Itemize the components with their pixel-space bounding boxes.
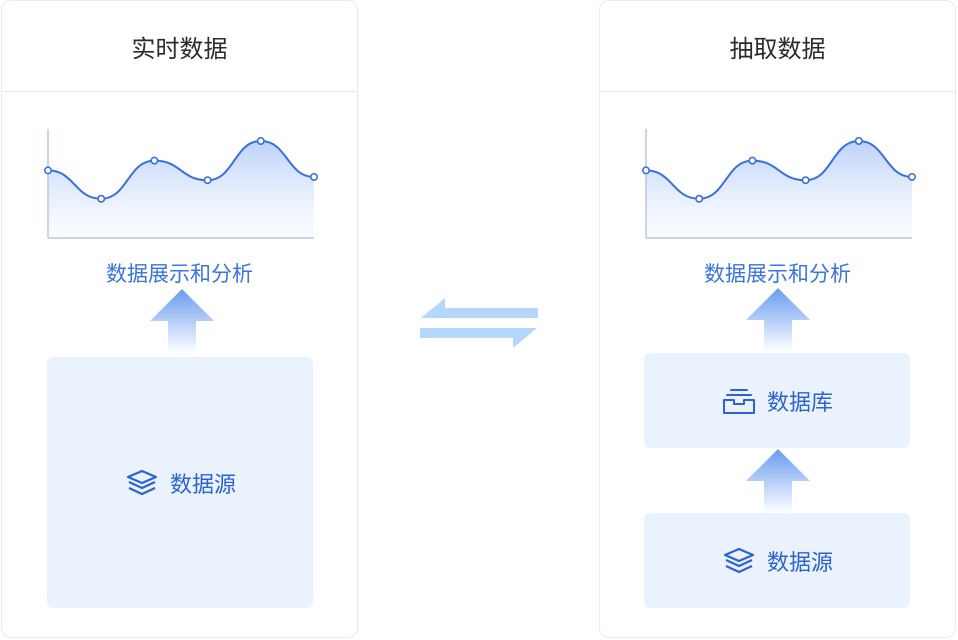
up-arrow-icon <box>746 449 810 513</box>
layers-icon <box>721 546 757 576</box>
trend-chart <box>43 129 318 239</box>
data-source-box[interactable]: 数据源 <box>644 513 910 608</box>
data-source-label: 数据源 <box>766 550 833 576</box>
data-point <box>43 166 52 175</box>
trend-chart <box>641 129 916 239</box>
data-point <box>256 136 265 145</box>
chart-area <box>48 140 314 238</box>
chart-caption: 数据展示和分析 <box>106 262 253 286</box>
chart-caption: 数据展示和分析 <box>704 262 851 286</box>
data-point <box>695 194 704 203</box>
data-source-label: 数据源 <box>169 472 236 498</box>
up-arrow-icon <box>746 288 810 352</box>
up-arrow-icon <box>150 289 214 353</box>
extract-panel: 抽取数据 数据展示和分析 数据库 <box>599 0 956 638</box>
data-point <box>801 176 810 185</box>
data-point <box>854 136 863 145</box>
panel-title: 抽取数据 <box>600 1 955 92</box>
data-point <box>748 156 757 165</box>
chart-line <box>47 139 315 200</box>
data-point <box>97 194 106 203</box>
data-point <box>203 176 212 185</box>
chart-line <box>645 139 913 200</box>
panel-title: 实时数据 <box>2 1 357 92</box>
inbox-tray-icon <box>721 386 757 416</box>
swap-arrows-icon <box>420 298 538 348</box>
database-box[interactable]: 数据库 <box>644 353 910 448</box>
data-point <box>150 156 159 165</box>
data-point <box>641 166 650 175</box>
chart-area <box>646 140 912 238</box>
database-label: 数据库 <box>766 390 833 416</box>
layers-icon <box>124 468 160 498</box>
data-source-box[interactable]: 数据源 <box>47 357 313 608</box>
data-point <box>907 172 916 181</box>
data-point <box>309 172 318 181</box>
realtime-panel: 实时数据 数据展示和分析 数 <box>1 0 358 638</box>
